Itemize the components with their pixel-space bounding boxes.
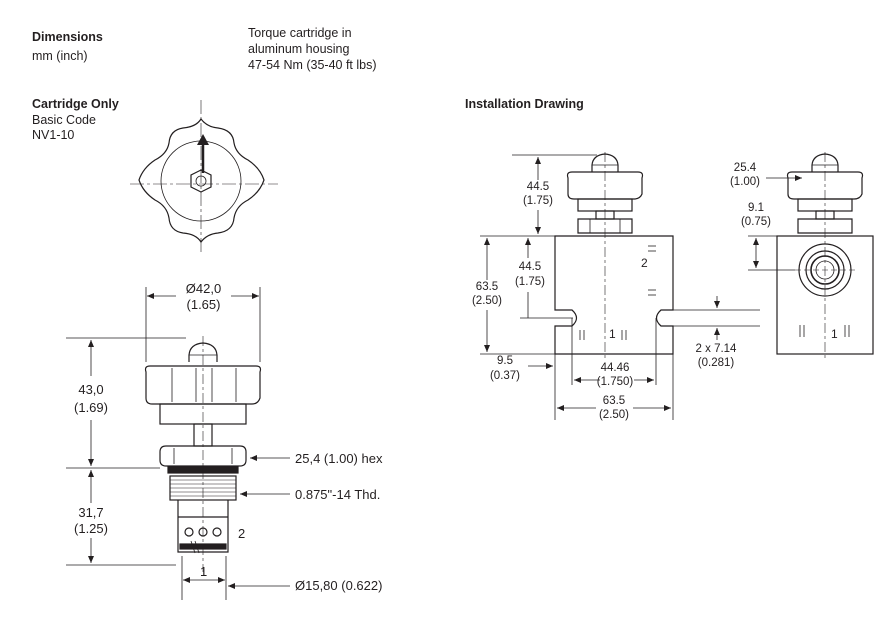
side-hex-mm: 25.4 <box>733 162 757 174</box>
torque-note-line2: aluminum housing <box>248 42 350 56</box>
thread-label: 0.875"-14 Thd. <box>295 487 381 502</box>
cartridge-width-mm: Ø42,0 <box>185 281 222 296</box>
side-hex-in: (1.00) <box>729 176 761 188</box>
cartridge-height-bottom-mm: 31,7 <box>78 505 104 520</box>
cartridge-side-view <box>144 336 262 572</box>
cartridge-height-top-mm: 43,0 <box>78 382 104 397</box>
port-height-in: (1.75) <box>514 276 546 288</box>
basic-code-label: Basic Code <box>32 113 96 127</box>
knob-height-mm: 44.5 <box>526 181 550 193</box>
hex-size-label: 25,4 (1.00) hex <box>295 451 383 466</box>
edge-offset-mm: 9.5 <box>497 355 513 367</box>
knob-height-in: (1.75) <box>522 195 554 207</box>
installation-title: Installation Drawing <box>465 97 584 111</box>
side-view-dimension-lines <box>748 175 802 271</box>
torque-note-line1: Torque cartridge in <box>248 26 352 40</box>
install-port1-label: 1 <box>609 327 616 341</box>
cartridge-height-top-in: (1.69) <box>74 400 108 415</box>
side-port1-label: 1 <box>831 327 838 341</box>
edge-offset-in: (0.37) <box>489 370 521 382</box>
side-offset-mm: 9.1 <box>748 202 764 214</box>
torque-note-line3: 47-54 Nm (35-40 ft lbs) <box>248 58 377 72</box>
center-distance-mm: 44.46 <box>600 362 630 374</box>
bottom-diameter-label: Ø15,80 (0.622) <box>295 578 383 593</box>
basic-code-value: NV1-10 <box>32 128 75 142</box>
installation-dimension-lines <box>480 154 760 420</box>
mount-hole-in: (0.281) <box>697 357 735 369</box>
cartridge-dimension-lines <box>66 287 290 600</box>
body-width-mm: 63.5 <box>602 395 626 407</box>
side-offset-in: (0.75) <box>740 216 772 228</box>
cartridge-height-bottom-in: (1.25) <box>74 521 108 536</box>
cartridge-port2-label: 2 <box>238 526 246 541</box>
install-port2-label: 2 <box>641 256 648 270</box>
cartridge-port1-label: 1 <box>200 564 208 579</box>
body-width-in: (2.50) <box>598 409 630 421</box>
cartridge-width-in: (1.65) <box>186 297 221 312</box>
port-height-mm: 44.5 <box>518 261 542 273</box>
mount-hole-mm: 2 x 7.14 <box>695 343 737 355</box>
center-distance-in: (1.750) <box>596 376 634 388</box>
dimensions-units: mm (inch) <box>32 49 88 63</box>
knob-arrow-head <box>197 134 209 145</box>
dimensions-title: Dimensions <box>32 30 103 44</box>
cartridge-title: Cartridge Only <box>32 97 119 111</box>
body-height-in: (2.50) <box>471 295 503 307</box>
installation-side-view <box>776 152 874 358</box>
body-height-mm: 63.5 <box>475 281 499 293</box>
knob-top-view <box>130 100 278 252</box>
